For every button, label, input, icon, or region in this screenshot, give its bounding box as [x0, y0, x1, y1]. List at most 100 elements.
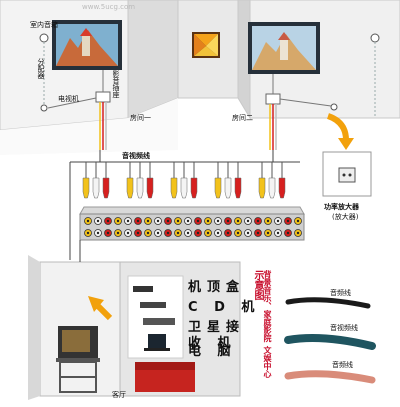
- distribution-panel: [79, 206, 305, 241]
- panel-jack-center: [266, 231, 270, 235]
- equip-item-sat1: 卫星接: [188, 320, 246, 335]
- panel-jack-center: [116, 231, 120, 235]
- speaker-icon-room1: [39, 33, 49, 43]
- sofa: [135, 368, 195, 392]
- rca-plug-icon: [224, 177, 232, 199]
- rca-plug-icon: [126, 177, 134, 199]
- panel-jack-center: [246, 231, 250, 235]
- rca-plug-icon: [82, 177, 90, 199]
- diagram-title: 示意图: [252, 270, 263, 300]
- tv-label-room1: 电视机: [58, 95, 79, 103]
- watermark: www.5ucg.com: [82, 3, 136, 11]
- panel-jack-center: [176, 219, 180, 223]
- panel-jack-center: [286, 231, 290, 235]
- panel-jack-center: [256, 219, 260, 223]
- panel-jack-center: [186, 219, 190, 223]
- equipment-stack: [127, 275, 184, 359]
- rca-plug-icon: [234, 177, 242, 199]
- panel-jack-center: [296, 231, 300, 235]
- panel-jack-center: [126, 231, 130, 235]
- tv-room2: [248, 22, 320, 74]
- panel-jack-center: [136, 231, 140, 235]
- panel-jack-center: [166, 219, 170, 223]
- panel-jack-center: [106, 231, 110, 235]
- panel-jack-center: [96, 231, 100, 235]
- panel-jack-center: [256, 231, 260, 235]
- legend-label-1: 音频线: [330, 289, 351, 297]
- panel-jack-center: [286, 219, 290, 223]
- panel-jack-center: [126, 219, 130, 223]
- cable-run-room2: [269, 104, 277, 150]
- living-room-label: 客厅: [112, 391, 126, 399]
- rca-plug-icon: [102, 177, 110, 199]
- panel-jack-center: [186, 231, 190, 235]
- panel-jack-center: [236, 231, 240, 235]
- panel-jack-center: [156, 219, 160, 223]
- panel-jack-center: [86, 219, 90, 223]
- tv-room1: [52, 20, 122, 70]
- diagram-subtitle-1: 背景音乐、家庭影院: [263, 270, 272, 342]
- cable-label: 音视频线: [122, 152, 150, 160]
- rca-plug-icon: [190, 177, 198, 199]
- legend-cables: [284, 297, 376, 384]
- diagram-subtitle-2: 文娱中心: [263, 346, 272, 378]
- divider-label: 分配器: [37, 58, 45, 79]
- equip-item-sat2: 收 机: [188, 336, 237, 351]
- wall-outlet-room1: [95, 91, 111, 103]
- panel-jack-center: [296, 219, 300, 223]
- amp-sublabel: (放大器): [332, 213, 359, 221]
- panel-jack-center: [96, 219, 100, 223]
- rca-plug-icon: [278, 177, 286, 199]
- amp-arrow-head-icon: [338, 138, 354, 150]
- speaker-icon-room2: [370, 33, 380, 43]
- rca-plug-icon: [136, 177, 144, 199]
- room1-wall-right: [127, 0, 179, 119]
- panel-jack-center: [136, 219, 140, 223]
- rca-plug-icon: [170, 177, 178, 199]
- panel-jack-center: [276, 219, 280, 223]
- panel-jack-center: [216, 219, 220, 223]
- rca-plug-icon: [92, 177, 100, 199]
- av-socket-label: 影音插座: [112, 70, 120, 98]
- rca-plug-icon: [146, 177, 154, 199]
- speaker-icon-room1-b: [40, 104, 48, 112]
- panel-jack-center: [276, 231, 280, 235]
- panel-jack-center: [86, 231, 90, 235]
- rca-plug-icon: [268, 177, 276, 199]
- panel-jack-center: [206, 219, 210, 223]
- amplifier: [322, 151, 372, 197]
- panel-jack-center: [216, 231, 220, 235]
- speaker-icon-room2-b: [330, 103, 338, 111]
- equip-item-cd: C D 机: [188, 300, 261, 315]
- amp-label: 功率放大器: [324, 203, 359, 211]
- legend-label-2: 音视频线: [330, 324, 358, 332]
- panel-jack-center: [176, 231, 180, 235]
- panel-jack-center: [266, 219, 270, 223]
- amp-arrow-icon: [326, 113, 349, 141]
- equip-item-settop: 机顶盒: [188, 280, 246, 295]
- wall-outlet-room2: [265, 93, 281, 105]
- legend-label-3: 音频线: [332, 361, 353, 369]
- panel-jack-center: [236, 219, 240, 223]
- panel-jack-center: [226, 219, 230, 223]
- living-room-tv: [56, 326, 100, 393]
- panel-jack-center: [226, 231, 230, 235]
- panel-jack-center: [116, 219, 120, 223]
- rca-plug-icon: [180, 177, 188, 199]
- panel-jack-center: [146, 219, 150, 223]
- room1-floor: [0, 98, 178, 155]
- panel-jack-center: [196, 231, 200, 235]
- wall-painting: [192, 32, 220, 58]
- panel-jack-center: [196, 219, 200, 223]
- room1-name: 房间一: [130, 114, 151, 122]
- panel-jack-center: [146, 231, 150, 235]
- panel-jack-center: [246, 219, 250, 223]
- room2-name: 房间二: [232, 114, 253, 122]
- rca-plug-icon: [258, 177, 266, 199]
- equipment-room-side: [28, 255, 40, 400]
- panel-jack-center: [106, 219, 110, 223]
- speaker-label-room1: 室内音箱: [30, 21, 58, 29]
- rca-plugs: [82, 162, 286, 199]
